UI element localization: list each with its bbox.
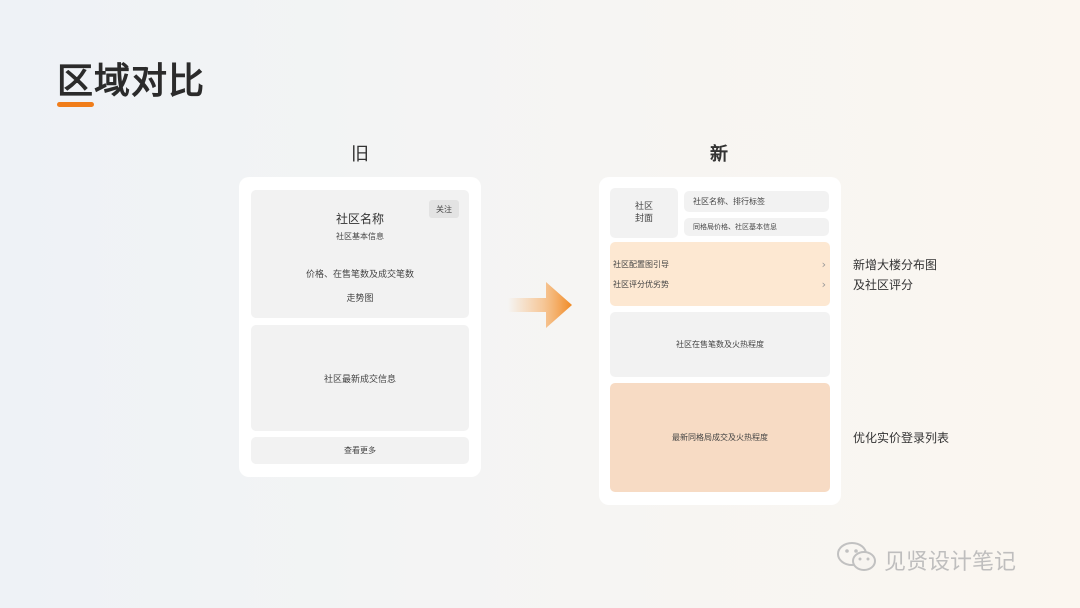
community-basic-info: 社区基本信息 bbox=[336, 232, 384, 241]
price-basic-block: 同格局价格、社区基本信息 bbox=[684, 218, 829, 236]
annotation-price-list: 优化实价登录列表 bbox=[853, 431, 950, 445]
view-more-button[interactable]: 查看更多 bbox=[251, 437, 469, 464]
config-rating-block: 社区配置图引导 › 社区评分优劣势 › bbox=[610, 242, 830, 306]
cover-line-2: 封面 bbox=[634, 214, 653, 224]
price-info: 价格、在售笔数及成交笔数 bbox=[305, 270, 414, 280]
watermark-text: 见贤设计笔记 bbox=[884, 550, 1017, 575]
cover-line-1: 社区 bbox=[634, 202, 653, 212]
arrow-right-icon bbox=[508, 282, 574, 328]
chevron-right-icon: › bbox=[821, 277, 826, 291]
config-guide-row[interactable]: 社区配置图引导 › bbox=[613, 257, 826, 271]
old-column-label: 旧 bbox=[351, 144, 369, 165]
follow-button[interactable]: 关注 bbox=[429, 200, 459, 218]
name-tag-block: 社区名称、排行标签 bbox=[684, 191, 829, 212]
wechat-icon bbox=[836, 540, 878, 580]
community-cover: 社区 封面 bbox=[610, 188, 678, 238]
old-card: 关注 社区名称 社区基本信息 价格、在售笔数及成交笔数 走势图 社区最新成交信息… bbox=[239, 177, 481, 477]
listing-heat-block: 社区在售笔数及火热程度 bbox=[610, 312, 830, 377]
watermark: 见贤设计笔记 bbox=[836, 540, 1016, 580]
new-column-label: 新 bbox=[710, 144, 728, 165]
annotation-line-1: 新增大楼分布图 bbox=[853, 258, 938, 272]
old-community-header: 关注 社区名称 社区基本信息 价格、在售笔数及成交笔数 走势图 bbox=[251, 190, 469, 318]
chevron-right-icon: › bbox=[821, 257, 826, 271]
config-guide-label: 社区配置图引导 bbox=[613, 259, 669, 269]
page-title: 区域对比 bbox=[57, 61, 206, 102]
annotation-floor-map: 新增大楼分布图 及社区评分 bbox=[853, 255, 937, 295]
rating-row[interactable]: 社区评分优劣势 › bbox=[613, 277, 826, 291]
trend-chart-label: 走势图 bbox=[346, 294, 374, 304]
title-underline bbox=[57, 102, 94, 107]
latest-deals-block: 社区最新成交信息 bbox=[251, 325, 469, 431]
rating-label: 社区评分优劣势 bbox=[613, 279, 669, 289]
annotation-line-2: 及社区评分 bbox=[853, 278, 914, 292]
new-card: 社区 封面 社区名称、排行标签 同格局价格、社区基本信息 社区配置图引导 › 社… bbox=[599, 177, 841, 505]
latest-layout-deals-block: 最新同格局成交及火热程度 bbox=[610, 383, 830, 492]
community-name: 社区名称 bbox=[335, 212, 384, 226]
